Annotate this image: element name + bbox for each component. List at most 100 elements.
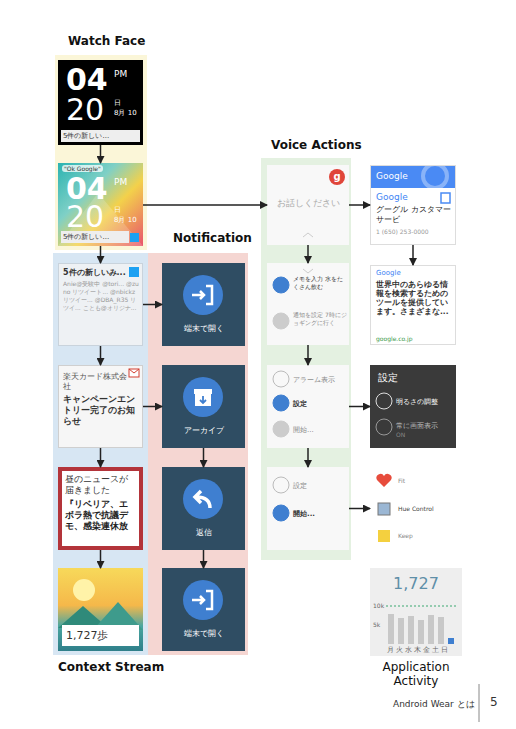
stream-card: 5件の新しいみ... Anie@受験中 @tori... @zuno リツイート.… <box>58 263 143 346</box>
card-title: 5件の新しいみ... <box>63 268 127 278</box>
result-card: GoogleGoogleグーグル カスタマー サービ1 (650) 253-00… <box>370 165 456 245</box>
voice-action: 開始... <box>293 509 315 519</box>
voice-action: 設定 <box>293 399 307 409</box>
flow-arrow <box>143 406 162 408</box>
sun <box>73 579 95 601</box>
flow-arrow <box>349 204 370 206</box>
voice-action: 通知を設定 7時にジョギングに行く <box>293 311 347 327</box>
voice-screen: gお話しください <box>267 165 349 245</box>
open-icon <box>441 193 450 203</box>
reply-icon <box>195 491 210 508</box>
activity-bar <box>438 617 444 644</box>
result-name: グーグル カスタマー サービ <box>376 205 454 225</box>
notification-icon <box>162 263 245 346</box>
fit-heart <box>376 474 391 487</box>
app-name: Fit <box>398 477 405 484</box>
archive-icon <box>194 389 212 406</box>
keep-icon <box>378 530 390 542</box>
axis-label: 5k <box>373 621 380 628</box>
result-phone: 1 (650) 253-0000 <box>376 228 429 235</box>
flow-arrow <box>143 304 162 306</box>
logo-ring <box>423 166 447 188</box>
band: Notification端末で開くアーカイブ返信端末で開く <box>148 253 248 655</box>
app-name: Keep <box>398 532 413 539</box>
settings-title: 設定 <box>378 371 398 385</box>
card-body: Anie@受験中 @tori... @zuno リツイート... @nbickz… <box>63 280 139 312</box>
screen-heading: Application Activity <box>360 660 472 688</box>
flow-arrow <box>143 204 267 206</box>
weekday: 日 <box>114 205 121 215</box>
card-body: 『リベリア、エボラ熱で抗議デモ、感染連休放 <box>65 499 135 532</box>
settings-screen: 設定明るさの調整常に画面表示ON <box>370 365 456 448</box>
action-circle <box>183 580 223 620</box>
axis-label: 10k <box>373 602 384 609</box>
brightness-icon <box>376 393 392 409</box>
flow-arrow <box>412 245 414 265</box>
voice-action: 開始... <box>293 425 314 435</box>
voice-screen: 設定開始... <box>267 467 349 550</box>
display-icon <box>376 419 392 435</box>
watch-screen: 04PM20日8月 105件の新しい... <box>58 60 143 145</box>
result-snippet: 世界中のあらゆる情報を検索するためのツールを提供しています。さまざまな... <box>376 280 452 316</box>
flow-arrow <box>203 550 205 568</box>
chevron <box>303 269 313 273</box>
notification-action: アーカイブ <box>162 365 245 448</box>
hue-icon <box>378 503 390 515</box>
action-label: 返信 <box>162 527 245 538</box>
voice-prompt: お話しください <box>267 197 349 210</box>
app-name: Hue Control <box>398 505 434 512</box>
step-total: 1,727 <box>370 574 462 593</box>
footer-rule <box>479 684 480 722</box>
activity-bar <box>398 618 404 644</box>
archive-arrow <box>200 396 206 403</box>
activity-screen: 1,72710k5k月 火 水 木 金 土 日Application Activ… <box>370 568 462 656</box>
action-circle <box>183 275 223 315</box>
goal-line <box>386 605 458 606</box>
flow-arrow <box>100 246 102 263</box>
setting-value: ON <box>396 431 405 438</box>
chevron <box>303 233 313 237</box>
voice-action: アラーム表示 <box>293 375 335 385</box>
time-ampm: PM <box>114 69 127 79</box>
activity-bar <box>408 616 414 644</box>
date: 8月 10 <box>114 108 137 118</box>
activity-bar <box>448 638 454 644</box>
stream-card: 楽天カード株式会社キャンペーンエントリー完了のお知らせ <box>58 365 143 448</box>
action-dot <box>273 477 289 493</box>
flow-arrow <box>100 448 102 467</box>
flow-arrow <box>100 550 102 568</box>
notification-action: 返信 <box>162 467 245 550</box>
band-heading: Watch Face <box>68 34 145 48</box>
flow-arrow <box>349 508 370 510</box>
notification-action: 端末で開く <box>162 568 245 651</box>
day-labels: 月 火 水 木 金 土 日 <box>387 646 448 655</box>
action-circle <box>183 377 223 417</box>
time-hour: 04 <box>66 66 108 94</box>
band: Context Stream5件の新しいみ...Anie@受験中 @tori..… <box>53 253 149 655</box>
flow-arrow <box>349 406 370 408</box>
twitter-badge <box>130 233 139 242</box>
app-list: FitHue ControlKeep <box>370 467 456 550</box>
flow-arrow <box>307 345 309 365</box>
band-heading: Notification <box>173 231 252 245</box>
open-icon <box>192 286 212 304</box>
band: Voice Actionsgお話しくださいメモを入力 水をたくさん飲む通知を設定… <box>261 158 351 560</box>
result-title: Google <box>376 269 401 277</box>
card-subject: キャンペーンエントリー完了のお知らせ <box>63 394 138 427</box>
header-logo: Google <box>376 171 408 181</box>
action-label: 端末で開く <box>162 628 245 639</box>
step-count: 1,727歩 <box>62 625 139 646</box>
notification-icon <box>162 568 245 651</box>
band-heading: Voice Actions <box>271 138 362 152</box>
stream-card: 1,727歩 <box>58 568 143 651</box>
action-dot <box>273 505 289 521</box>
action-dot <box>273 313 289 329</box>
action-dot <box>273 421 289 437</box>
notification-icon <box>162 365 245 448</box>
result-card: Google 世界中のあらゆる情報を検索するためのツールを提供しています。さまざま… <box>370 265 456 345</box>
time-ampm: PM <box>114 177 127 187</box>
action-dot <box>273 371 289 387</box>
time-hour: 04 <box>66 175 108 203</box>
